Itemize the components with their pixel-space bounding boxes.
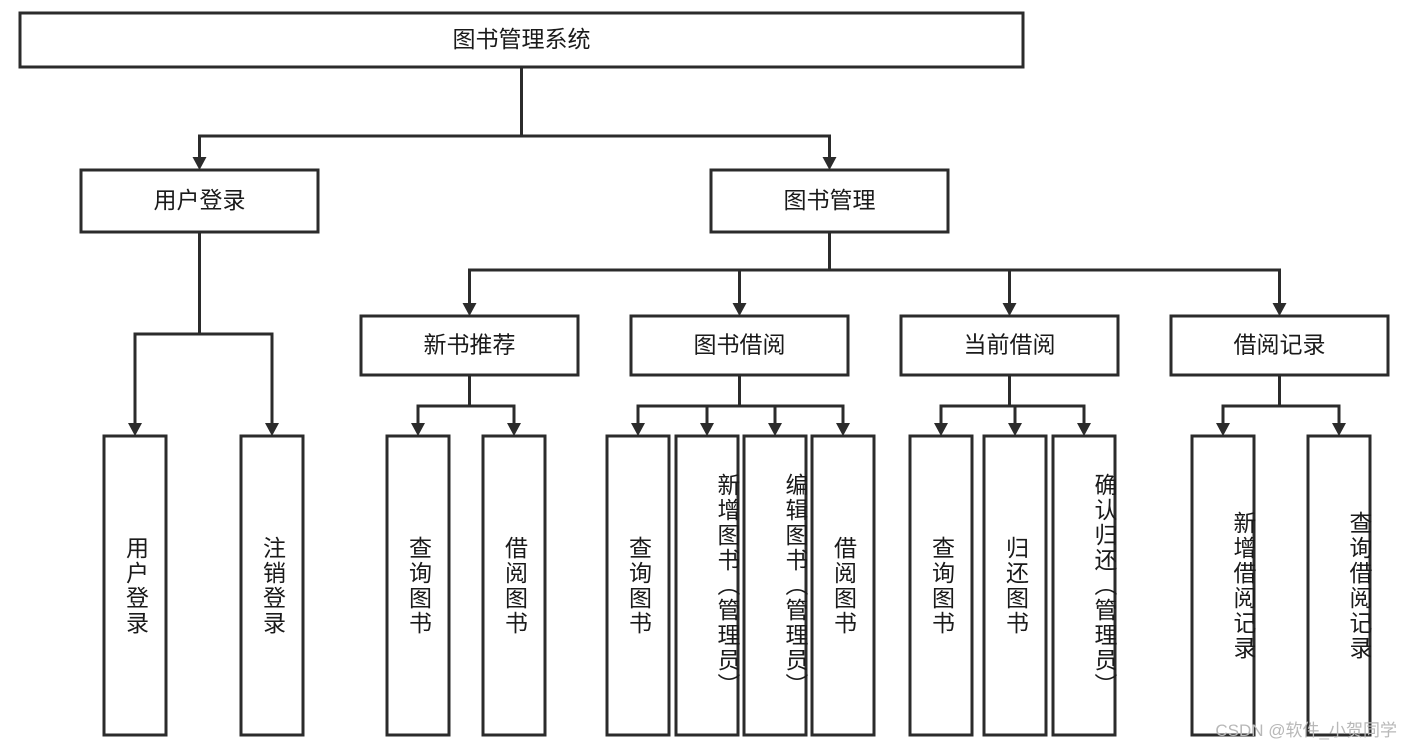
leaf-query-book-3[interactable] bbox=[908, 434, 974, 737]
root-node-book-management-system-rect bbox=[18, 11, 1025, 69]
connector-book-management-to-book-borrow-arrowhead bbox=[732, 303, 747, 316]
connector-current-borrow-to-leaf-confirm-return bbox=[1008, 375, 1086, 423]
connector-book-borrow-to-leaf-edit-book bbox=[738, 375, 777, 423]
node-current-borrow-rect bbox=[899, 314, 1120, 377]
connector-book-borrow-to-leaf-query-book-2-arrowhead bbox=[631, 423, 645, 436]
connector-borrow-record-to-leaf-add-record bbox=[1221, 375, 1281, 423]
connector-book-borrow-to-leaf-edit-book-arrowhead bbox=[768, 423, 782, 436]
node-new-book-recommend-label: 新书推荐 bbox=[424, 332, 516, 358]
connector-book-management-to-new-book-recommend bbox=[468, 232, 831, 303]
leaf-query-book-1-rect bbox=[385, 434, 451, 737]
connector-borrow-record-to-leaf-add-record-arrowhead bbox=[1216, 423, 1230, 436]
node-current-borrow[interactable]: 当前借阅 bbox=[899, 314, 1120, 377]
connector-current-borrow-to-leaf-query-book-3 bbox=[939, 375, 1011, 423]
leaf-query-record[interactable] bbox=[1306, 434, 1372, 737]
node-user-login-label: 用户登录 bbox=[154, 187, 246, 213]
connector-book-management-to-book-borrow bbox=[738, 232, 831, 303]
connector-book-management-to-current-borrow-arrowhead bbox=[1002, 303, 1017, 316]
leaf-borrow-book-1-rect bbox=[481, 434, 547, 737]
connector-user-login-to-leaf-logout-arrowhead bbox=[265, 423, 279, 436]
leaf-return-book-rect bbox=[982, 434, 1048, 737]
leaf-return-book[interactable] bbox=[982, 434, 1048, 737]
leaf-query-book-3-rect bbox=[908, 434, 974, 737]
connector-new-book-recommend-to-leaf-query-book-1-arrowhead bbox=[411, 423, 425, 436]
connector-new-book-recommend-to-leaf-borrow-book-1 bbox=[468, 375, 516, 423]
connector-book-management-to-new-book-recommend-arrowhead bbox=[462, 303, 477, 316]
connector-book-management-to-current-borrow bbox=[828, 232, 1011, 303]
node-borrow-record-rect bbox=[1169, 314, 1390, 377]
leaf-query-book-1[interactable] bbox=[385, 434, 451, 737]
root-node-book-management-system[interactable]: 图书管理系统 bbox=[18, 11, 1025, 69]
node-new-book-recommend[interactable]: 新书推荐 bbox=[359, 314, 580, 377]
connector-book-borrow-to-leaf-add-book bbox=[705, 375, 741, 423]
node-borrow-record[interactable]: 借阅记录 bbox=[1169, 314, 1390, 377]
node-book-borrow-rect bbox=[629, 314, 850, 377]
connector-user-login-to-leaf-user-login-arrowhead bbox=[128, 423, 142, 436]
connector-layer bbox=[128, 67, 1346, 436]
connector-book-management-to-borrow-record-arrowhead bbox=[1272, 303, 1287, 316]
leaf-add-record[interactable] bbox=[1190, 434, 1256, 737]
connector-root-to-book-management bbox=[520, 67, 831, 157]
leaf-borrow-book-2[interactable] bbox=[810, 434, 876, 737]
node-book-management-label: 图书管理 bbox=[784, 187, 876, 213]
node-current-borrow-label: 当前借阅 bbox=[964, 332, 1056, 358]
node-user-login-rect bbox=[79, 168, 320, 234]
leaf-edit-book[interactable] bbox=[742, 434, 808, 737]
connector-user-login-to-leaf-user-login bbox=[133, 232, 201, 423]
connector-book-management-to-borrow-record bbox=[828, 232, 1281, 303]
leaf-logout[interactable] bbox=[239, 434, 305, 737]
connector-new-book-recommend-to-leaf-borrow-book-1-arrowhead bbox=[507, 423, 521, 436]
leaf-user-login[interactable] bbox=[102, 434, 168, 737]
connector-book-borrow-to-leaf-borrow-book-2-arrowhead bbox=[836, 423, 850, 436]
connector-new-book-recommend-to-leaf-query-book-1 bbox=[416, 375, 471, 423]
node-book-borrow-label: 图书借阅 bbox=[694, 332, 786, 358]
leaf-user-login-rect bbox=[102, 434, 168, 737]
connector-root-to-user-login bbox=[198, 67, 523, 157]
connector-current-borrow-to-leaf-return-book-arrowhead bbox=[1008, 423, 1022, 436]
connector-root-to-book-management-arrowhead bbox=[822, 157, 837, 170]
leaf-borrow-book-2-rect bbox=[810, 434, 876, 737]
node-book-management[interactable]: 图书管理 bbox=[709, 168, 950, 234]
node-borrow-record-label: 借阅记录 bbox=[1234, 332, 1326, 358]
leaf-add-book-rect bbox=[674, 434, 740, 737]
connector-borrow-record-to-leaf-query-record-arrowhead bbox=[1332, 423, 1346, 436]
node-user-login[interactable]: 用户登录 bbox=[79, 168, 320, 234]
leaf-confirm-return[interactable] bbox=[1051, 434, 1117, 737]
connector-user-login-to-leaf-logout bbox=[198, 232, 274, 423]
connector-root-to-user-login-arrowhead bbox=[192, 157, 207, 170]
root-node-book-management-system-label: 图书管理系统 bbox=[453, 26, 591, 52]
leaf-add-book[interactable] bbox=[674, 434, 740, 737]
leaf-edit-book-rect bbox=[742, 434, 808, 737]
node-book-borrow[interactable]: 图书借阅 bbox=[629, 314, 850, 377]
leaf-query-book-2[interactable] bbox=[605, 434, 671, 737]
connector-current-borrow-to-leaf-query-book-3-arrowhead bbox=[934, 423, 948, 436]
watermark: CSDN @软件_小贺同学 bbox=[1215, 721, 1397, 740]
connector-book-borrow-to-leaf-query-book-2 bbox=[636, 375, 741, 423]
connector-book-borrow-to-leaf-add-book-arrowhead bbox=[700, 423, 714, 436]
connector-borrow-record-to-leaf-query-record bbox=[1278, 375, 1341, 423]
leaf-borrow-book-1[interactable] bbox=[481, 434, 547, 737]
node-new-book-recommend-rect bbox=[359, 314, 580, 377]
connector-book-borrow-to-leaf-borrow-book-2 bbox=[738, 375, 845, 423]
leaf-confirm-return-rect bbox=[1051, 434, 1117, 737]
connector-current-borrow-to-leaf-confirm-return-arrowhead bbox=[1077, 423, 1091, 436]
node-book-management-rect bbox=[709, 168, 950, 234]
leaf-add-record-rect bbox=[1190, 434, 1256, 737]
leaf-query-book-2-rect bbox=[605, 434, 671, 737]
leaf-query-record-rect bbox=[1306, 434, 1372, 737]
leaf-logout-rect bbox=[239, 434, 305, 737]
